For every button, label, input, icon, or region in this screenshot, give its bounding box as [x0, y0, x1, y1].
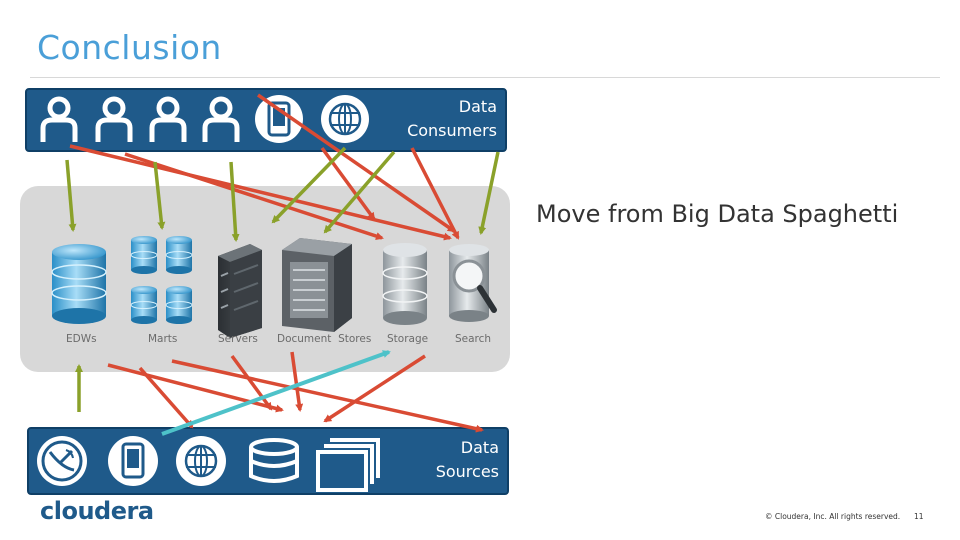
edw-database-icon — [51, 244, 107, 324]
arrow-green — [323, 150, 396, 234]
arrow-red — [257, 93, 456, 233]
arrow-red — [410, 147, 460, 240]
satellite-dish-icon — [37, 436, 87, 486]
store-label-search: Search — [455, 333, 492, 345]
arrow-red — [138, 366, 194, 429]
storage-icon — [382, 243, 428, 325]
data-consumers-label-line2: Consumers — [407, 121, 497, 140]
data-consumers-label-line1: Data — [458, 97, 497, 116]
servers-icon — [218, 244, 262, 338]
arrow-green — [271, 146, 347, 224]
data-sources-label-line1: Data — [460, 438, 499, 457]
user-icon — [202, 96, 240, 142]
marts-database-icon — [130, 236, 193, 324]
user-icon — [95, 96, 133, 142]
arrow-green — [153, 161, 166, 230]
globe-icon — [321, 95, 369, 143]
data-sources-label-line2: Sources — [435, 462, 499, 481]
cloudera-logo: cloudera — [40, 497, 154, 525]
arrow-green — [229, 161, 240, 242]
copyright-text: © Cloudera, Inc. All rights reserved. — [765, 512, 901, 521]
page-number: 11 — [914, 512, 924, 521]
headline: Move from Big Data Spaghetti — [536, 200, 899, 228]
slide-title: Conclusion — [37, 28, 222, 67]
store-label-storage: Storage — [387, 333, 429, 345]
arrow-red — [69, 144, 452, 241]
mobile-icon — [255, 95, 303, 143]
arrow-green — [478, 151, 500, 235]
arrow-red — [171, 359, 484, 433]
user-icon — [40, 96, 78, 142]
arrow-red — [124, 152, 384, 240]
arrow-cyan — [161, 350, 391, 436]
documents-icon — [316, 438, 380, 492]
arrow-red — [290, 351, 304, 412]
mobile-icon — [108, 436, 158, 486]
store-label-marts: Marts — [148, 333, 178, 345]
arrow-green — [65, 159, 77, 232]
database-icon — [249, 438, 299, 483]
arrow-red — [323, 354, 426, 423]
arrow-red — [230, 354, 273, 411]
data-consumers-label: Data Consumers — [407, 95, 497, 143]
document-stores-icon — [282, 238, 352, 332]
globe-icon — [176, 436, 226, 486]
arrow-red — [320, 146, 376, 221]
search-icon — [449, 244, 497, 322]
store-label-servers: Servers — [218, 333, 258, 345]
user-icon — [149, 96, 187, 142]
data-sources-label: Data Sources — [436, 436, 499, 484]
store-label-document-stores: Document Stores — [277, 333, 372, 345]
title-divider — [30, 77, 940, 78]
store-label-edws: EDWs — [66, 333, 97, 345]
